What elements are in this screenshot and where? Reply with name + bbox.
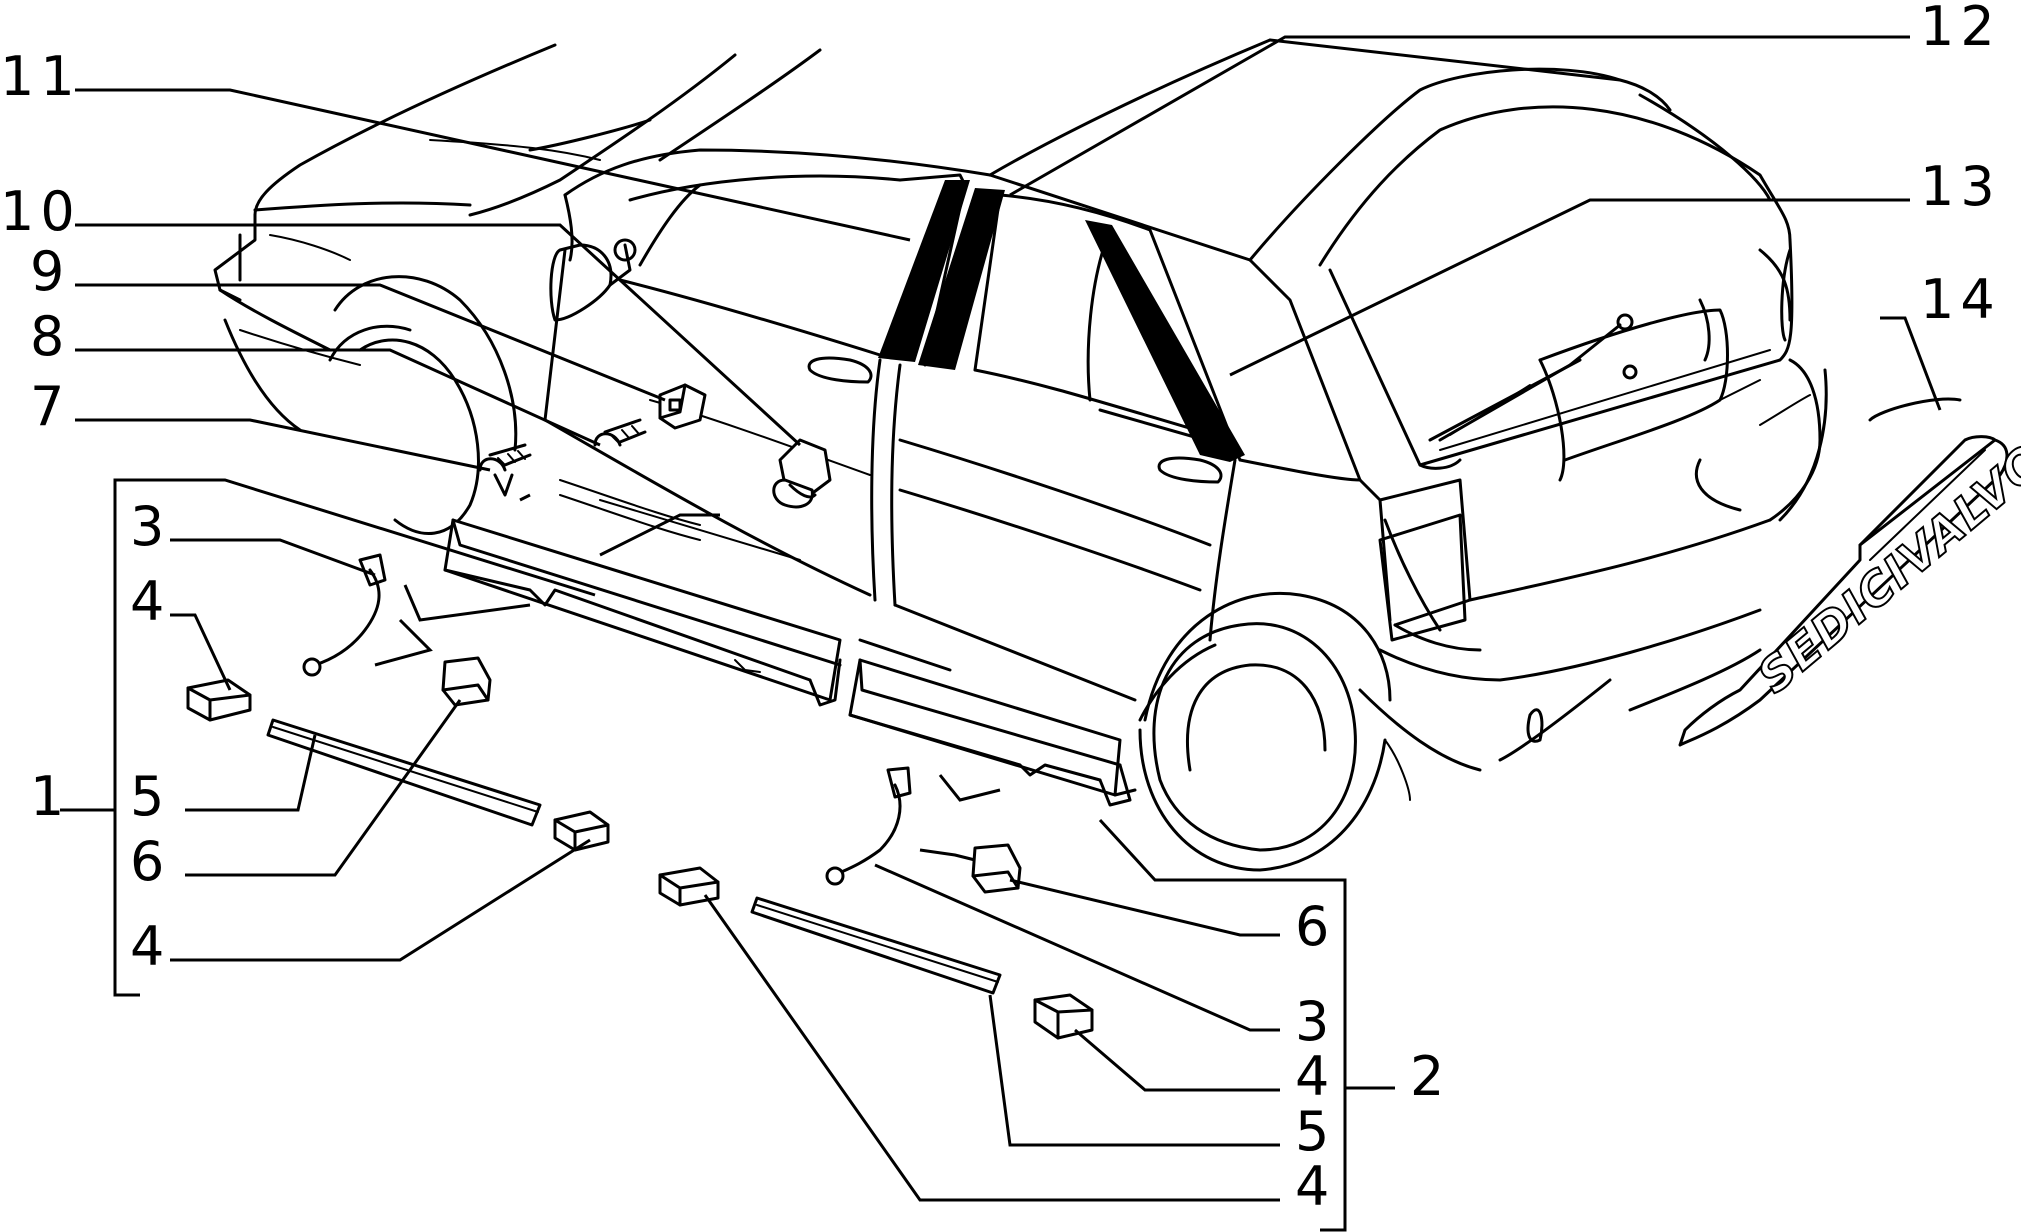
callout-7: 7 xyxy=(30,375,70,438)
screw-8 xyxy=(593,418,647,447)
cable-3-left xyxy=(302,553,387,677)
sedicivalvole-badge: SEDICIVALVOLE xyxy=(1678,390,2021,747)
b-pillar-trim-rear xyxy=(918,188,1005,370)
callout-1: 1 xyxy=(30,765,70,828)
callout-labels: 11 12 10 13 9 14 8 7 3 4 1 5 6 4 6 3 4 2… xyxy=(0,0,2001,1218)
callout-3-left: 3 xyxy=(130,495,170,558)
callout-8: 8 xyxy=(30,305,70,368)
callout-6-left: 6 xyxy=(130,830,170,893)
cable-3-right xyxy=(825,766,912,886)
callout-4-left-top: 4 xyxy=(130,570,170,633)
clip-6-right xyxy=(971,843,1022,894)
strip-5-left xyxy=(266,718,542,827)
callout-11: 11 xyxy=(0,45,81,108)
grommet-10 xyxy=(772,438,832,509)
clip-4-d xyxy=(1033,993,1094,1040)
car-body-outline xyxy=(213,38,1962,872)
sill-trim-front xyxy=(443,518,842,707)
callout-12: 12 xyxy=(1920,0,2001,58)
callout-5-right: 5 xyxy=(1295,1100,1335,1163)
callout-9: 9 xyxy=(30,240,70,303)
clip-4-b xyxy=(553,810,610,852)
callout-13: 13 xyxy=(1920,155,2001,218)
leader-lines xyxy=(60,35,1942,1232)
callout-4-right-top: 4 xyxy=(1295,1045,1335,1108)
sill-trim-rear xyxy=(848,658,1137,807)
b-pillar-trim-front xyxy=(878,180,970,362)
pillar-trims xyxy=(878,180,1245,462)
clip-9 xyxy=(658,383,707,430)
clip-6-left xyxy=(441,656,492,707)
clip-4-a xyxy=(186,678,252,722)
callout-14: 14 xyxy=(1920,268,2001,331)
c-pillar-trim xyxy=(1085,220,1245,462)
strip-5-right xyxy=(750,896,1002,995)
callout-3-right: 3 xyxy=(1295,990,1335,1053)
callout-6-right: 6 xyxy=(1295,895,1335,958)
callout-4-left-bottom: 4 xyxy=(130,915,170,978)
callout-4-right-bottom: 4 xyxy=(1295,1155,1335,1218)
clip-4-c xyxy=(658,866,720,907)
callout-2: 2 xyxy=(1410,1045,1450,1108)
screw-7 xyxy=(478,443,532,497)
callout-10: 10 xyxy=(0,180,81,243)
callout-5-left: 5 xyxy=(130,765,170,828)
